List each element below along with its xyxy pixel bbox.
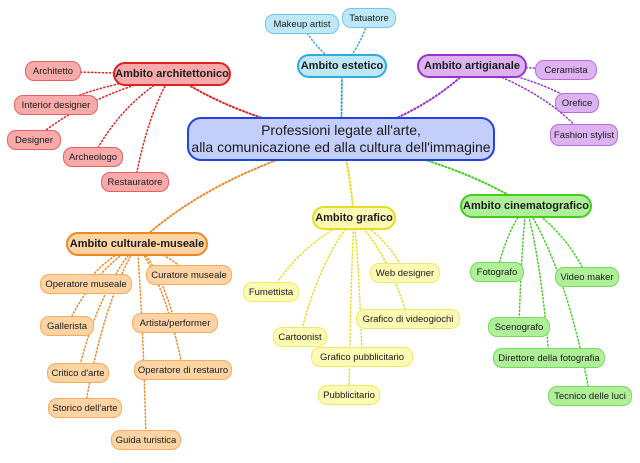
- connector-architettonico-1: [55, 73, 173, 106]
- branch-ambito-grafico[interactable]: Ambito grafico: [312, 206, 396, 230]
- connector-culturale-6: [84, 243, 138, 409]
- connector-grafico-5: [348, 217, 355, 396]
- connector-cinematografico-4: [525, 205, 591, 397]
- leaf-grafico-pubblicitario[interactable]: Grafico pubblicitario: [311, 347, 413, 367]
- leaf-fumettista[interactable]: Fumettista: [243, 282, 299, 302]
- branch-ambito-cinematografico[interactable]: Ambito cinematografico: [460, 194, 592, 218]
- leaf-scenografo[interactable]: Scenografo: [488, 317, 550, 337]
- branch-ambito-estetico[interactable]: Ambito estetico: [297, 54, 387, 78]
- connector-cinematografico-3: [525, 205, 550, 359]
- leaf-artista-performer[interactable]: Artista/performer: [132, 313, 218, 333]
- leaf-operatore-museale[interactable]: Operatore museale: [40, 274, 132, 294]
- leaf-ceramista[interactable]: Ceramista: [535, 60, 597, 80]
- central-title-line2: alla comunicazione ed alla cultura dell'…: [191, 139, 491, 155]
- leaf-guida-turistica[interactable]: Guida turistica: [111, 430, 181, 450]
- connector-culturale-4: [77, 243, 138, 374]
- leaf-direttore-della-fotografia[interactable]: Direttore della fotografia: [493, 348, 605, 368]
- leaf-operatore-di-restauro[interactable]: Operatore di restauro: [134, 360, 232, 380]
- leaf-tatuatore[interactable]: Tatuatore: [342, 8, 396, 28]
- branch-ambito-culturale-museale[interactable]: Ambito culturale-museale: [66, 232, 208, 256]
- branch-ambito-architettonico[interactable]: Ambito architettonico: [113, 62, 231, 86]
- connector-cinematografico-2: [518, 205, 527, 328]
- leaf-storico-dell-arte[interactable]: Storico dell'arte: [48, 398, 122, 418]
- leaf-fotografo[interactable]: Fotografo: [470, 262, 524, 282]
- leaf-video-maker[interactable]: Video maker: [555, 267, 619, 287]
- leaf-restauratore[interactable]: Restauratore: [101, 172, 169, 192]
- connector-architettonico-3: [92, 73, 173, 158]
- leaf-pubblicitario[interactable]: Pubblicitario: [318, 385, 380, 405]
- connector-culturale-7: [136, 243, 147, 441]
- leaf-web-designer[interactable]: Web designer: [370, 263, 440, 283]
- leaf-architetto[interactable]: Architetto: [25, 61, 81, 81]
- leaf-makeup-artist[interactable]: Makeup artist: [265, 14, 339, 34]
- connector-architettonico-4: [134, 73, 173, 183]
- connector-cinematografico-1: [525, 205, 588, 278]
- leaf-critico-d-arte[interactable]: Critico d'arte: [47, 363, 109, 383]
- leaf-curatore-museale[interactable]: Curatore museale: [146, 265, 232, 285]
- connector-grafico-2: [299, 217, 355, 338]
- connector-culturale-1: [136, 243, 190, 276]
- leaf-tecnico-delle-luci[interactable]: Tecnico delle luci: [548, 386, 632, 406]
- connector-grafico-4: [353, 217, 363, 358]
- leaf-fashion-stylist[interactable]: Fashion stylist: [550, 124, 618, 146]
- leaf-interior-designer[interactable]: Interior designer: [14, 95, 98, 115]
- leaf-archeologo[interactable]: Archeologo: [63, 147, 123, 167]
- leaf-orefice[interactable]: Orefice: [555, 93, 599, 113]
- central-title-line1: Professioni legate all'arte,: [261, 122, 421, 138]
- leaf-cartoonist[interactable]: Cartoonist: [273, 327, 327, 347]
- central-topic[interactable]: Professioni legate all'arte, alla comuni…: [187, 117, 495, 161]
- leaf-grafico-di-videogiochi[interactable]: Grafico di videogiochi: [356, 309, 460, 329]
- leaf-designer[interactable]: Designer: [7, 130, 61, 150]
- connector-culturale-0: [85, 243, 138, 285]
- leaf-gallerista[interactable]: Gallerista: [40, 316, 94, 336]
- branch-ambito-artigianale[interactable]: Ambito artigianale: [417, 54, 527, 78]
